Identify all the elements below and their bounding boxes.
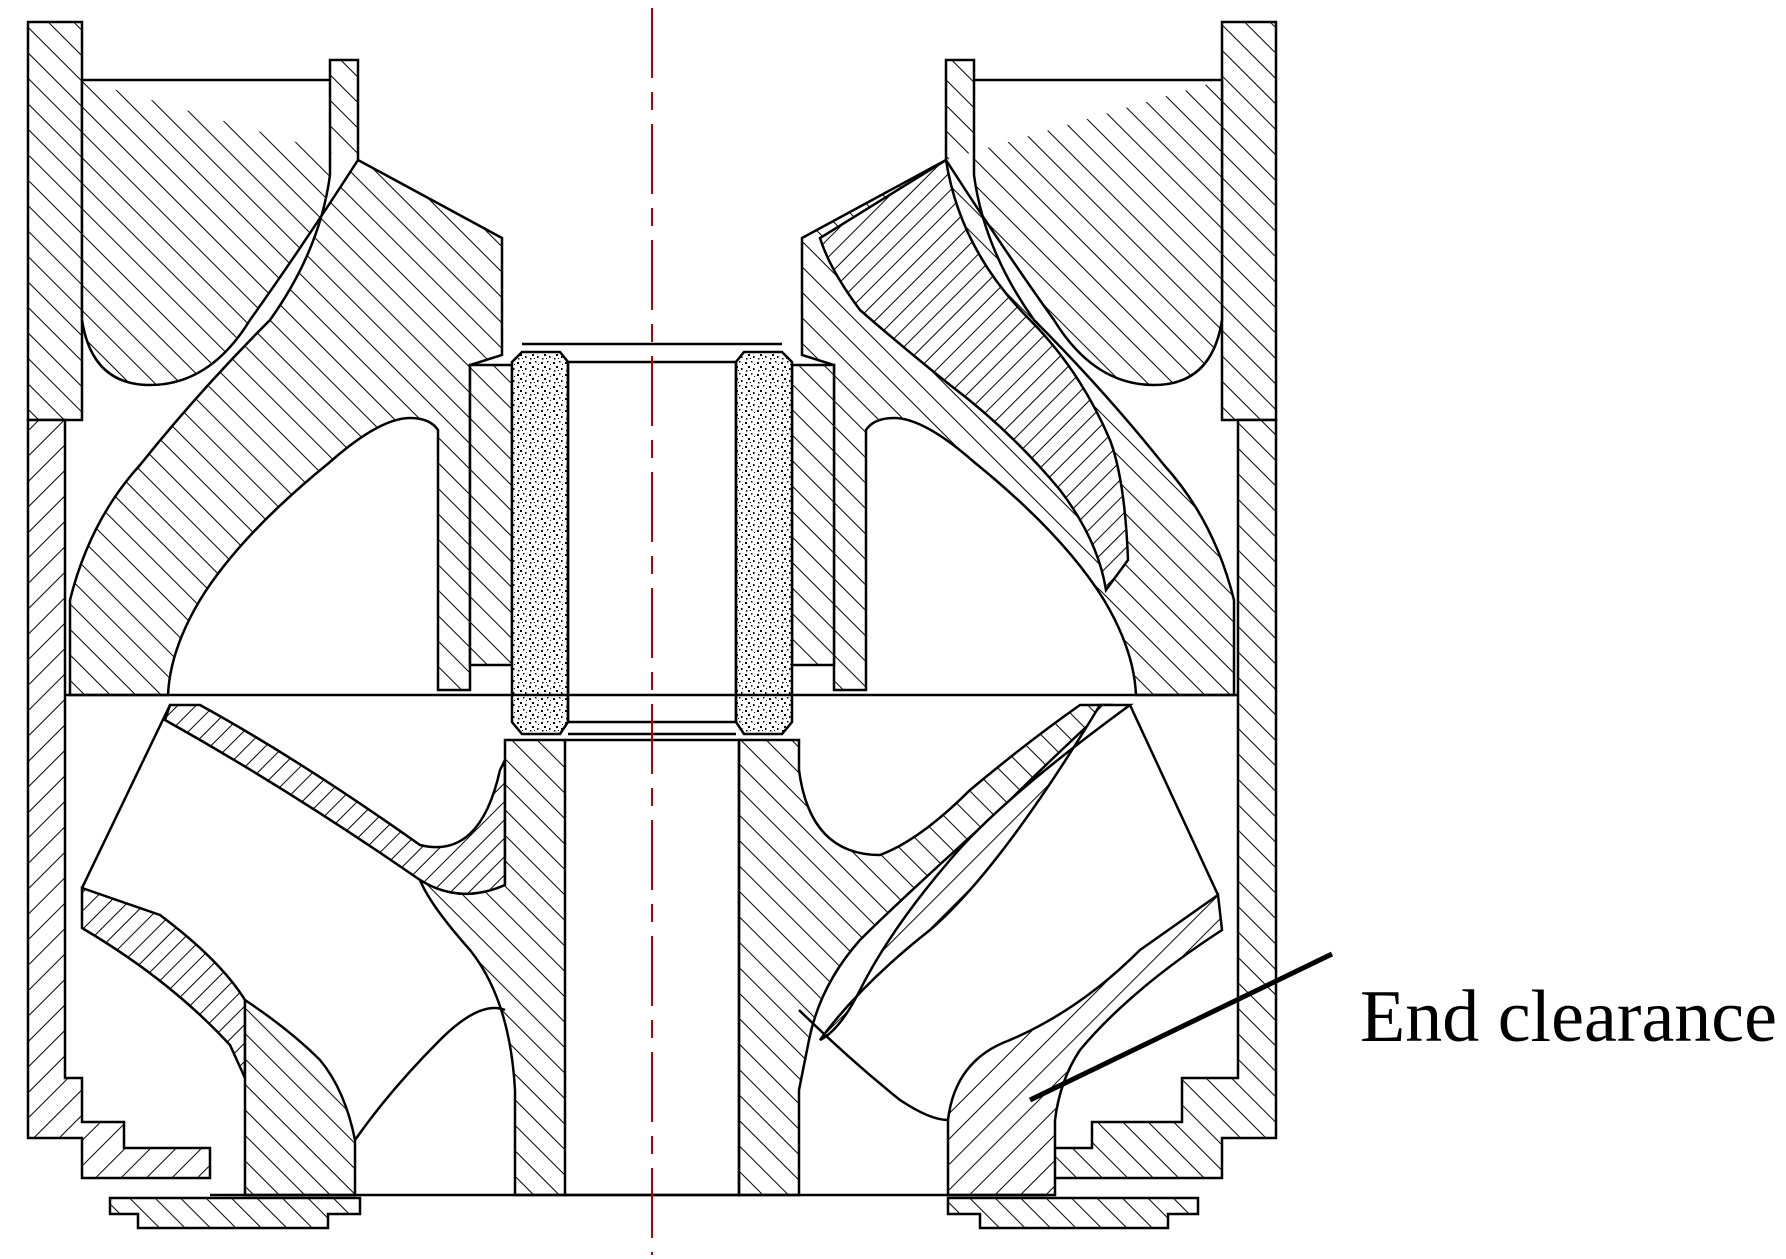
- impeller-left-outline: [80, 704, 506, 1141]
- bearing-housing-right: [790, 363, 836, 667]
- diffuser-right-vane: [818, 157, 1130, 594]
- end-clearance-label: End clearance: [1360, 976, 1777, 1058]
- casing-right-outer-wall: [1220, 20, 1278, 422]
- seal-plate-left: [108, 1196, 362, 1230]
- impeller-left-lower-shroud: [80, 886, 247, 1079]
- shaft-upper: [566, 360, 738, 724]
- impeller-left-outlet-ring: [243, 997, 357, 1197]
- bearing-left: [510, 350, 570, 736]
- impeller-left-hub: [417, 738, 567, 1197]
- casing-left-outer-wall: [26, 20, 84, 422]
- bearing-right: [734, 350, 794, 736]
- seal-plate-right: [946, 1196, 1200, 1230]
- casing-left-lower-wall: [26, 418, 212, 1180]
- impeller-right-blade: [818, 703, 1134, 1042]
- impeller-right-outline: [798, 704, 1220, 1122]
- callout-leader-line: [1028, 951, 1334, 1103]
- diffuser-left-body: [68, 58, 504, 697]
- impeller-left-shroud: [163, 703, 507, 896]
- bearing-housing-left: [468, 363, 514, 667]
